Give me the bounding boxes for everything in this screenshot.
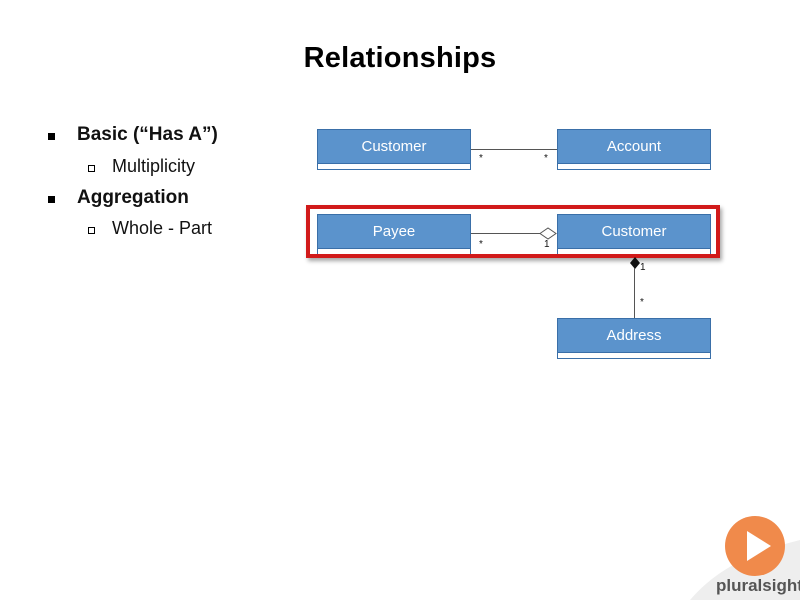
sub-bullet-text: Multiplicity	[112, 156, 196, 176]
class-compartment	[558, 352, 710, 358]
multiplicity-label: 1	[544, 239, 550, 250]
class-compartment	[558, 248, 710, 254]
class-name: Account	[606, 138, 662, 155]
class-customer-mid: Customer	[557, 214, 711, 255]
aggregation-diamond-icon	[539, 227, 557, 240]
multiplicity-label: *	[479, 239, 483, 250]
class-name: Customer	[601, 223, 667, 240]
class-compartment	[558, 163, 710, 169]
bullet-text: Aggregation	[77, 187, 189, 208]
composition-line-customer-address	[634, 268, 635, 318]
sub-bullet-square-icon	[88, 227, 95, 234]
sub-bullet-square-icon	[88, 165, 95, 172]
multiplicity-label: 1	[640, 262, 646, 273]
class-compartment	[318, 163, 470, 169]
class-compartment	[318, 248, 470, 254]
class-customer-top: Customer	[317, 129, 471, 170]
class-address: Address	[557, 318, 711, 359]
class-name: Customer	[361, 138, 427, 155]
class-name: Payee	[372, 223, 416, 240]
highlight-box	[306, 205, 720, 258]
brand-name: pluralsight	[716, 576, 800, 595]
play-icon	[725, 516, 785, 576]
bullet-text: Basic (“Has A”)	[77, 124, 218, 145]
multiplicity-label: *	[544, 153, 548, 164]
slide-title: Relationships	[303, 42, 497, 74]
bullet-square-icon	[48, 133, 55, 140]
class-account: Account	[557, 129, 711, 170]
composition-diamond-icon	[630, 257, 640, 269]
aggregation-line-payee-customer	[471, 233, 541, 234]
multiplicity-label: *	[479, 153, 483, 164]
class-name: Address	[606, 327, 662, 344]
bullet-square-icon	[48, 196, 55, 203]
sub-bullet-text: Whole - Part	[112, 218, 213, 238]
association-line-customer-account	[471, 149, 557, 150]
multiplicity-label: *	[640, 297, 644, 308]
